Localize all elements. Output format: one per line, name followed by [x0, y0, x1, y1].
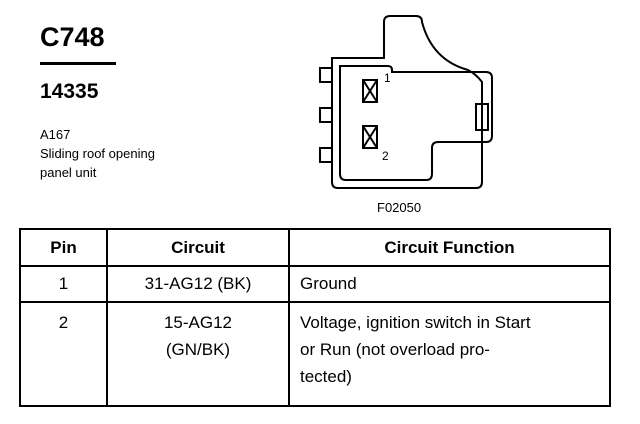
part-number: 14335 — [40, 80, 99, 103]
housing-tab-bottom — [319, 147, 333, 163]
function-line: or Run (not overload pro- — [300, 340, 490, 359]
connector-housing-outer — [331, 15, 483, 189]
connector-id: C748 — [40, 22, 105, 52]
housing-tab-top — [319, 67, 333, 83]
table-row: 2 15-AG12 (GN/BK) Voltage, ignition swit… — [19, 301, 611, 407]
connector-housing-inner — [339, 65, 493, 181]
header-pin: Pin — [19, 228, 108, 267]
circuit-line: (GN/BK) — [165, 340, 231, 359]
figure-code: F02050 — [377, 200, 422, 215]
pin-cell: 2 — [19, 301, 108, 407]
table-row: 1 31-AG12 (BK) Ground — [19, 265, 611, 303]
pin-2-label: 2 — [382, 149, 389, 163]
header-circuit-function: Circuit Function — [288, 228, 611, 267]
circuit-cell: 15-AG12 (GN/BK) — [106, 301, 290, 407]
pin-1-label: 1 — [384, 71, 391, 85]
function-cell: Voltage, ignition switch in Start or Run… — [288, 301, 611, 407]
function-cell: Ground — [288, 265, 611, 303]
title-underline — [40, 62, 116, 65]
function-line: tected) — [300, 367, 352, 386]
pin-table: Pin Circuit Circuit Function 1 31-AG12 (… — [19, 228, 611, 407]
header-circuit: Circuit — [106, 228, 290, 267]
pin-1-cavity — [362, 79, 378, 103]
pin-cell: 1 — [19, 265, 108, 303]
component-desc-line1: Sliding roof opening — [40, 146, 155, 161]
housing-tab-middle — [319, 107, 333, 123]
circuit-line: 15-AG12 — [163, 313, 233, 332]
connector-diagram: 1 2 — [319, 15, 493, 189]
circuit-cell: 31-AG12 (BK) — [106, 265, 290, 303]
component-description: A167 Sliding roof opening panel unit — [40, 125, 155, 182]
component-code: A167 — [40, 127, 71, 142]
component-desc-line2: panel unit — [40, 165, 97, 180]
table-header-row: Pin Circuit Circuit Function — [19, 228, 611, 267]
connector-latch — [475, 103, 489, 131]
pin-2-cavity — [362, 125, 378, 149]
function-line: Voltage, ignition switch in Start — [300, 313, 531, 332]
